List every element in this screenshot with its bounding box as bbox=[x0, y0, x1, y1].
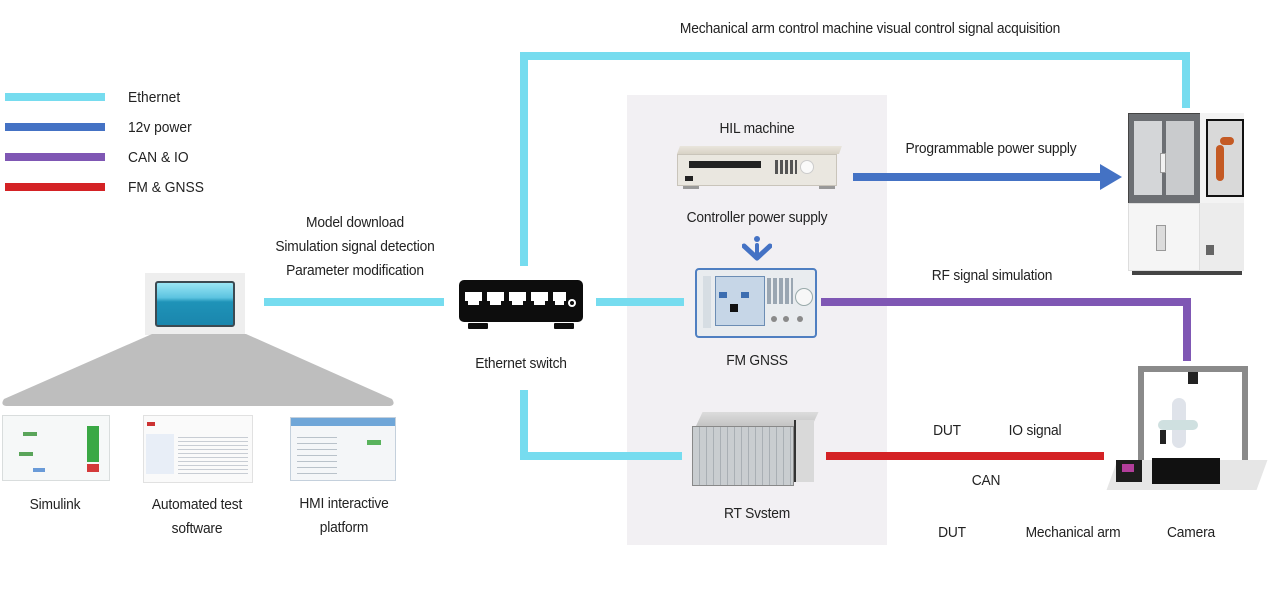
legend-label-ethernet: Ethernet bbox=[128, 89, 181, 106]
down-arrow-icon bbox=[742, 236, 772, 261]
ethernet-line-top bbox=[520, 52, 1190, 60]
fm-gnss-line bbox=[826, 452, 1104, 460]
ethernet-switch-icon bbox=[459, 280, 583, 329]
dut-bottom-label: DUT bbox=[938, 524, 966, 541]
can-line-horizontal bbox=[821, 298, 1191, 306]
software-label-automated-test-1: Automated test bbox=[151, 496, 243, 513]
software-fan-shape bbox=[2, 334, 394, 406]
pc-monitor bbox=[145, 273, 245, 335]
legend-swatch-can-io bbox=[5, 153, 105, 161]
software-label-hmi-2: platform bbox=[319, 519, 369, 536]
ethernet-line-switch-up bbox=[520, 52, 528, 266]
software-label-simulink: Simulink bbox=[29, 496, 81, 513]
legend-swatch-fm-gnss bbox=[5, 183, 105, 191]
hmi-thumbnail bbox=[290, 417, 396, 481]
ethernet-line-switch-down bbox=[520, 390, 528, 460]
can-line-vertical bbox=[1183, 298, 1191, 361]
camera-label: Camera bbox=[1167, 524, 1215, 541]
rt-system-label: RT Svstem bbox=[723, 505, 791, 522]
software-label-hmi-1: HMI interactive bbox=[299, 495, 389, 512]
legend-swatch-12v-power bbox=[5, 123, 105, 131]
power-supply-device bbox=[677, 146, 842, 192]
legend-label-12v-power: 12v power bbox=[128, 119, 192, 136]
pc-link-label-3: Parameter modification bbox=[286, 262, 424, 279]
fm-gnss-device bbox=[695, 268, 817, 338]
can-label: CAN bbox=[971, 472, 1001, 489]
controller-power-supply-label: Controller power supply bbox=[686, 209, 828, 226]
ethernet-line-to-cabinet bbox=[1182, 52, 1190, 108]
pc-screen bbox=[155, 281, 235, 327]
robot-cabinet bbox=[1128, 113, 1244, 277]
rf-signal-label: RF signal simulation bbox=[931, 267, 1053, 284]
pc-link-label-1: Model download bbox=[306, 214, 404, 231]
power-line bbox=[853, 173, 1103, 181]
software-label-automated-test-2: software bbox=[171, 520, 223, 537]
programmable-power-label: Programmable power supply bbox=[905, 140, 1077, 157]
hil-machine-title: HIL machine bbox=[719, 120, 795, 137]
io-signal-label: IO signal bbox=[1008, 422, 1062, 439]
legend-label-can-io: CAN & IO bbox=[128, 149, 189, 166]
power-arrow-head-icon bbox=[1100, 164, 1122, 190]
ethernet-line-pc-switch bbox=[264, 298, 444, 306]
pc-link-label-2: Simulation signal detection bbox=[275, 238, 435, 255]
top-signal-label: Mechanical arm control machine visual co… bbox=[679, 20, 1061, 37]
mechanical-arm-label: Mechanical arm bbox=[1025, 524, 1121, 541]
legend-label-fm-gnss: FM & GNSS bbox=[128, 179, 204, 196]
rt-system-device bbox=[692, 412, 819, 488]
legend-swatch-ethernet bbox=[5, 93, 105, 101]
ethernet-switch-label: Ethernet switch bbox=[475, 355, 567, 372]
robot-test-bench bbox=[1106, 364, 1276, 516]
fm-gnss-label: FM GNSS bbox=[726, 352, 788, 369]
ethernet-line-switch-fmgnss bbox=[596, 298, 684, 306]
dut-top-label: DUT bbox=[933, 422, 961, 439]
automated-test-thumbnail bbox=[143, 415, 253, 483]
simulink-thumbnail bbox=[2, 415, 110, 481]
ethernet-line-to-rt bbox=[520, 452, 682, 460]
